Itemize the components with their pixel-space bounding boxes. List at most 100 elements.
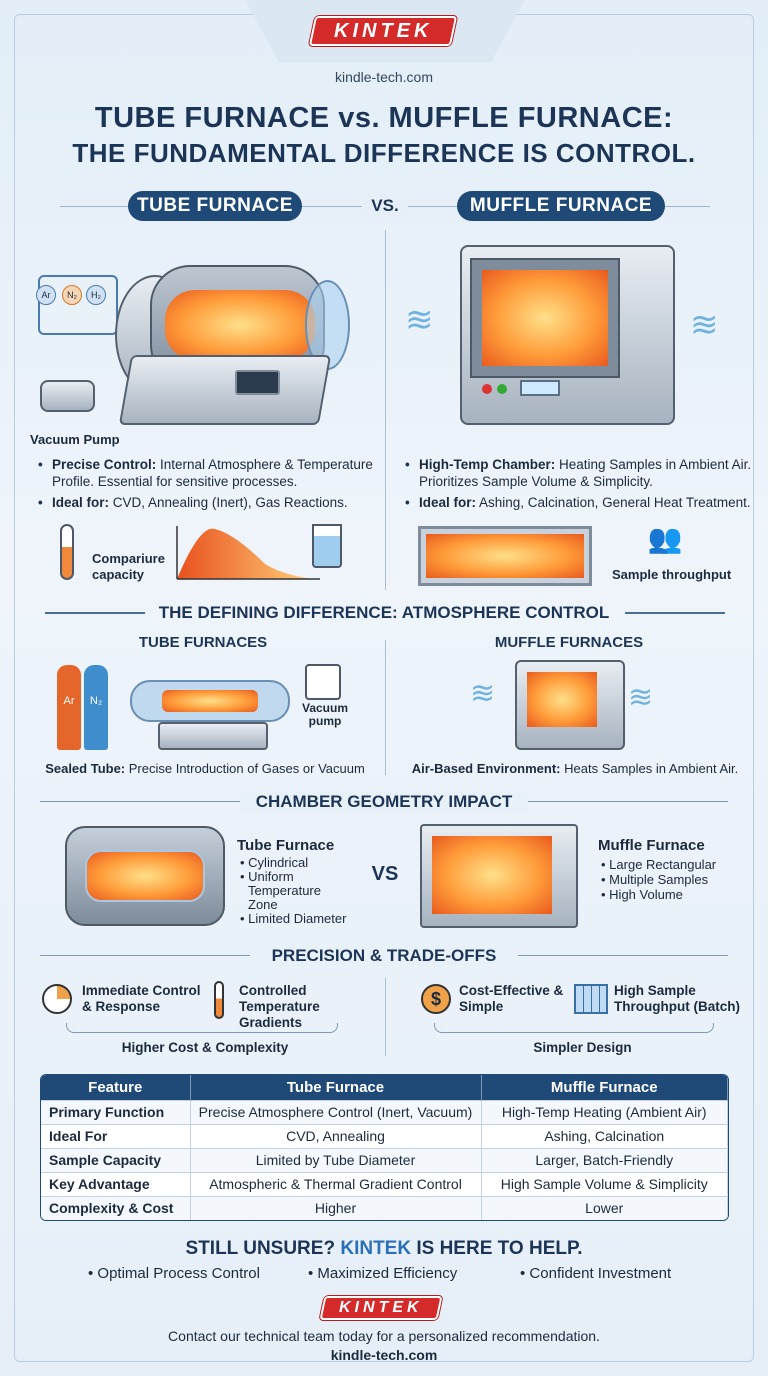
sealed-tube-icon — [130, 680, 290, 722]
air-flow-icon: ≋ — [690, 306, 719, 344]
vacuum-pump-label-2: Vacuum pump — [301, 701, 349, 728]
gas-n2-icon: N₂ — [62, 285, 82, 305]
cell: Lower — [481, 1195, 728, 1220]
people-group-icon: 👥 — [647, 523, 683, 554]
tube-geometry-list: • Cylindrical • Uniform Temperature Zone… — [240, 856, 370, 926]
bullet-item: Ideal for: Ashing, Calcination, General … — [405, 494, 755, 511]
tradeoff-item: Immediate Control & Response — [82, 983, 201, 1014]
kintek-logo: KINTEK — [308, 16, 458, 46]
footer-bullet: • Confident Investment — [520, 1265, 672, 1282]
divider — [385, 640, 386, 775]
divider — [385, 978, 386, 1056]
beaker-icon — [312, 524, 342, 568]
vs-geometry: VS — [371, 863, 399, 885]
cell: Atmospheric & Thermal Gradient Control — [190, 1171, 482, 1196]
vacuum-pump-icon — [40, 380, 95, 412]
cell: Key Advantage — [41, 1171, 191, 1196]
header-muffle: Muffle Furnace — [481, 1075, 728, 1100]
list-item: • Cylindrical — [240, 855, 309, 870]
gas-ar-icon: Ar — [36, 285, 56, 305]
tube-furnaces-heading: TUBE FURNACES — [138, 634, 268, 651]
list-item: • Multiple Samples — [601, 872, 709, 887]
muffle-tradeoff-summary: Simpler Design — [533, 1040, 632, 1055]
tube-bullets: Precise Control: Internal Atmosphere & T… — [38, 456, 378, 515]
cell: CVD, Annealing — [190, 1123, 482, 1148]
batch-grid-icon — [574, 984, 608, 1014]
tube-furnace-illustration: Ar N₂ H₂ — [30, 235, 370, 435]
cell: Higher — [190, 1195, 482, 1220]
contact-text: Contact our technical team today for a p… — [168, 1328, 600, 1344]
bullet-item: Ideal for: CVD, Annealing (Inert), Gas R… — [38, 494, 378, 511]
muffle-small-illustration — [515, 660, 625, 750]
tube-cross-section-icon — [65, 826, 225, 926]
footer-bullet: • Optimal Process Control — [88, 1265, 260, 1282]
tradeoffs-title: PRECISION & TRADE-OFFS — [250, 946, 518, 966]
list-item: • High Volume — [601, 887, 683, 902]
temperature-profile-icon — [176, 526, 320, 580]
tube-atmosphere-caption: Sealed Tube: Precise Introduction of Gas… — [45, 761, 365, 776]
cta-heading: STILL UNSURE? KINTEK IS HERE TO HELP. — [185, 1238, 583, 1259]
kintek-logo-footer: KINTEK — [319, 1296, 443, 1320]
brace — [434, 1023, 714, 1033]
cell: Precise Atmosphere Control (Inert, Vacuu… — [190, 1099, 482, 1124]
footer-bullet: • Maximized Efficiency — [308, 1265, 458, 1282]
tradeoff-item: Controlled Temperature Gradients — [239, 983, 320, 1030]
muffle-geometry-heading: Muffle Furnace — [598, 837, 705, 854]
tradeoff-item: Cost-Effective & Simple — [459, 983, 564, 1014]
stopwatch-icon — [42, 984, 72, 1014]
list-item: • Large Rectangular — [601, 857, 717, 872]
cell: Sample Capacity — [41, 1147, 191, 1172]
gas-h2-icon: H₂ — [86, 285, 106, 305]
bullet-item: High-Temp Chamber: Heating Samples in Am… — [405, 456, 755, 490]
list-item: • Uniform Temperature Zone — [240, 869, 321, 912]
cell: High Sample Volume & Simplicity — [481, 1171, 728, 1196]
muffle-furnaces-heading: MUFFLE FURNACES — [494, 634, 644, 651]
vs-label: VS. — [362, 196, 408, 216]
cell: Larger, Batch-Friendly — [481, 1147, 728, 1172]
geometry-title: CHAMBER GEOMETRY IMPACT — [240, 792, 528, 812]
header-feature: Feature — [41, 1075, 191, 1100]
page-subtitle: THE FUNDAMENTAL DIFFERENCE IS CONTROL. — [72, 138, 696, 168]
vacuum-pump-label: Vacuum Pump — [30, 432, 120, 447]
cell: Ideal For — [41, 1123, 191, 1148]
tube-base — [158, 722, 268, 750]
gas-cylinder-n2: N₂ — [84, 665, 108, 750]
muffle-bullets: High-Temp Chamber: Heating Samples in Am… — [405, 456, 755, 515]
brace — [66, 1023, 338, 1033]
cell: Complexity & Cost — [41, 1195, 191, 1220]
tube-furnace-pill: TUBE FURNACE — [128, 191, 302, 221]
arrow-left-line — [625, 612, 725, 614]
cell: Primary Function — [41, 1099, 191, 1124]
throughput-caption: Sample throughput — [612, 567, 732, 582]
tube-tradeoff-summary: Higher Cost & Complexity — [121, 1040, 289, 1055]
air-flow-icon: ≋ — [470, 677, 496, 710]
dollar-coin-icon: $ — [421, 984, 451, 1014]
cell: High-Temp Heating (Ambient Air) — [481, 1099, 728, 1124]
air-flow-icon: ≋ — [405, 301, 434, 339]
list-item: • Limited Diameter — [240, 911, 347, 926]
website-footer[interactable]: kindle-tech.com — [330, 1347, 438, 1363]
tradeoff-item: High Sample Throughput (Batch) — [614, 983, 740, 1014]
muffle-atmosphere-caption: Air-Based Environment: Heats Samples in … — [411, 761, 739, 776]
divider — [385, 230, 386, 590]
muffle-chamber-icon — [420, 824, 578, 928]
page-title: TUBE FURNACE vs. MUFFLE FURNACE: — [94, 102, 674, 134]
capacity-caption: Compariure capacity — [92, 551, 165, 582]
bullet-item: Precise Control: Internal Atmosphere & T… — [38, 456, 378, 490]
air-flow-icon: ≋ — [628, 681, 654, 714]
heated-chamber-icon — [418, 526, 592, 586]
website-header[interactable]: kindle-tech.com — [334, 69, 434, 85]
cell: Limited by Tube Diameter — [190, 1147, 482, 1172]
pressure-gauge-icon — [305, 664, 341, 700]
muffle-furnace-pill: MUFFLE FURNACE — [457, 191, 665, 221]
arrow-right-line — [45, 612, 145, 614]
gas-cylinder-ar: Ar — [57, 665, 81, 750]
muffle-geometry-list: • Large Rectangular • Multiple Samples •… — [601, 857, 741, 902]
